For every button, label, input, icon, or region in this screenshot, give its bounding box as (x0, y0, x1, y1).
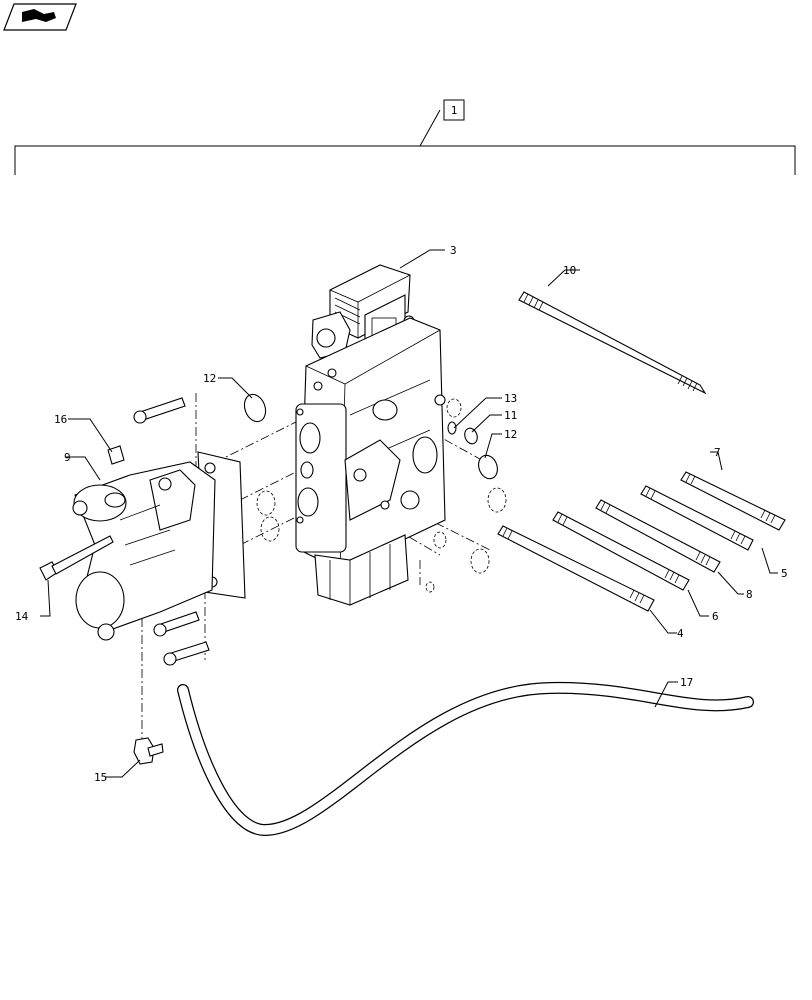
bolt-14 (39, 535, 114, 581)
tie-rod-4 (497, 525, 655, 612)
assembly-bracket: 1 (14, 99, 796, 175)
tie-rod-7 (680, 471, 786, 531)
callout-3: 3 (450, 244, 457, 257)
callout-11: 11 (504, 409, 517, 422)
callout-17: 17 (680, 676, 693, 689)
callout-8: 8 (746, 588, 753, 601)
callout-5: 5 (781, 567, 788, 580)
callout-14: 14 (15, 610, 29, 623)
tie-rod-8 (595, 499, 721, 573)
callout-4: 4 (677, 627, 684, 640)
tie-rod-10 (518, 291, 707, 395)
callout-7: 7 (714, 446, 721, 459)
callout-12a: 12 (203, 372, 216, 385)
hose-17 (177, 681, 754, 837)
screws (133, 397, 210, 666)
tie-rod-6 (552, 511, 690, 591)
plug-16 (107, 445, 125, 465)
callout-12b: 12 (504, 428, 517, 441)
arrow-flag-icon[interactable] (3, 3, 77, 31)
callout-15: 15 (94, 771, 107, 784)
callout-9: 9 (64, 451, 71, 464)
callout-13: 13 (504, 392, 517, 405)
tie-rods (497, 291, 786, 612)
leader-lines (40, 249, 778, 778)
assembly-label: 1 (451, 104, 458, 117)
tie-rod-5 (640, 485, 754, 551)
callout-16: 16 (54, 413, 67, 426)
callout-10: 10 (563, 264, 576, 277)
callout-labels: 3 4 5 6 7 8 9 10 11 12 12 13 14 15 16 17 (15, 244, 788, 784)
callout-6: 6 (712, 610, 719, 623)
fitting-15 (133, 737, 164, 765)
o-rings (243, 393, 507, 593)
valve-section (295, 264, 446, 606)
inlet-body (72, 451, 246, 641)
